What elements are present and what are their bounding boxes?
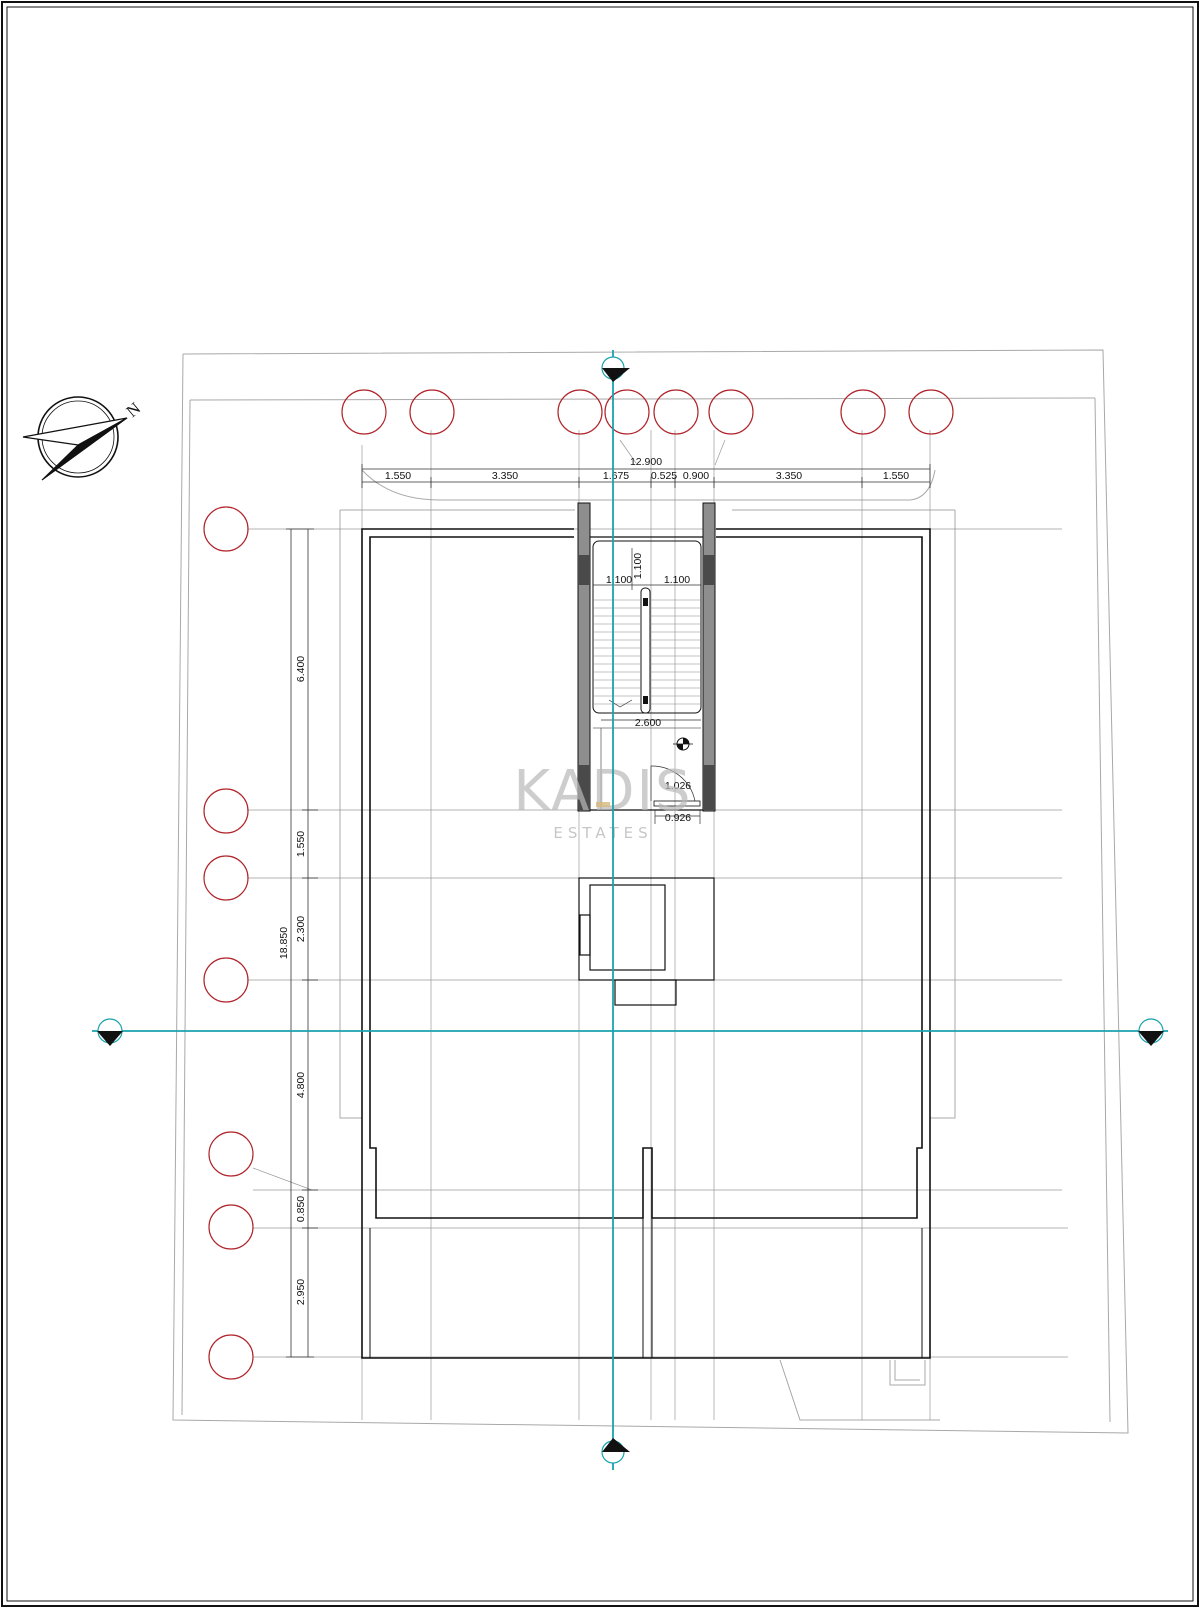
- sheet-inner-frame: [6, 6, 1194, 1602]
- top-dim-4: 0.525: [651, 470, 677, 482]
- grid-bubble-left-3: [203, 855, 249, 901]
- stair-treads: [593, 599, 701, 705]
- grid-bubble-top-7: [840, 389, 886, 435]
- grid-bubble-left-1: [203, 506, 249, 552]
- left-dimension-labels: 18.850 6.400 1.550 2.300 4.800 0.850 2.9…: [278, 656, 307, 1305]
- top-dim-7: 1.550: [883, 470, 909, 482]
- watermark-accent: [596, 802, 610, 807]
- top-dim-2: 3.350: [492, 470, 518, 482]
- grid-bubble-left-4: [203, 957, 249, 1003]
- left-dim-2: 1.550: [295, 831, 307, 857]
- left-dim-5: 0.850: [295, 1196, 307, 1222]
- site-boundary: [172, 349, 1129, 1434]
- door-gap-label: 0.926: [665, 812, 691, 824]
- watermark-brand: KADIS: [513, 759, 692, 824]
- grid-bubble-left-6: [208, 1204, 254, 1250]
- stair-landing-right-label: 1.100: [664, 574, 690, 586]
- grid-bubble-left-7: [208, 1334, 254, 1380]
- building-walls: [361, 528, 931, 1359]
- grid-bubble-top-5: [653, 389, 699, 435]
- section-lines: [92, 350, 1168, 1470]
- overall-width-label: 12.900: [630, 456, 662, 468]
- top-dim-5: 0.900: [683, 470, 709, 482]
- top-dimension-labels: 12.900 1.550 3.350 1.675 0.525 0.900 3.3…: [385, 456, 909, 482]
- top-dim-6: 3.350: [776, 470, 802, 482]
- left-dim-4: 4.800: [295, 1072, 307, 1098]
- stair-dimension-labels: 1.100 1.100 1.100 2.600 1.026 0.926: [606, 553, 691, 824]
- stair-flight-label: 2.600: [635, 717, 661, 729]
- grid-bubble-left-2: [203, 788, 249, 834]
- door-width-label: 1.026: [665, 780, 691, 792]
- overall-depth-label: 18.850: [278, 927, 290, 959]
- grid-bubble-top-4: [604, 389, 650, 435]
- grid-bubble-top-2: [409, 389, 455, 435]
- watermark-subtitle: ESTATES: [553, 824, 652, 842]
- grid-bubbles: [203, 389, 954, 1380]
- grid-bubble-top-3: [557, 389, 603, 435]
- left-dim-1: 6.400: [295, 656, 307, 682]
- grid-bubble-top-8: [908, 389, 954, 435]
- top-dimension-chain: [361, 464, 931, 488]
- level-marker-icon: [673, 737, 693, 751]
- left-dim-3: 2.300: [295, 916, 307, 942]
- stair-dimension-lines: [593, 548, 701, 824]
- left-dimension-chain: [286, 528, 318, 1358]
- stair-landing-depth-label: 1.100: [632, 553, 644, 579]
- left-dim-6: 2.950: [295, 1279, 307, 1305]
- grid-bubble-left-5: [208, 1131, 254, 1177]
- stair-landing-left-label: 1.100: [606, 574, 632, 586]
- top-dim-3: 1.675: [603, 470, 629, 482]
- section-markers: [97, 356, 1164, 1464]
- watermark-logo: KADIS ESTATES: [513, 759, 692, 842]
- grid-bubble-top-6: [708, 389, 754, 435]
- grid-bubble-top-1: [341, 389, 387, 435]
- north-arrow-icon: N: [22, 396, 144, 481]
- lift-shaft: [578, 877, 715, 1006]
- top-dim-1: 1.550: [385, 470, 411, 482]
- stair-core: [577, 502, 716, 812]
